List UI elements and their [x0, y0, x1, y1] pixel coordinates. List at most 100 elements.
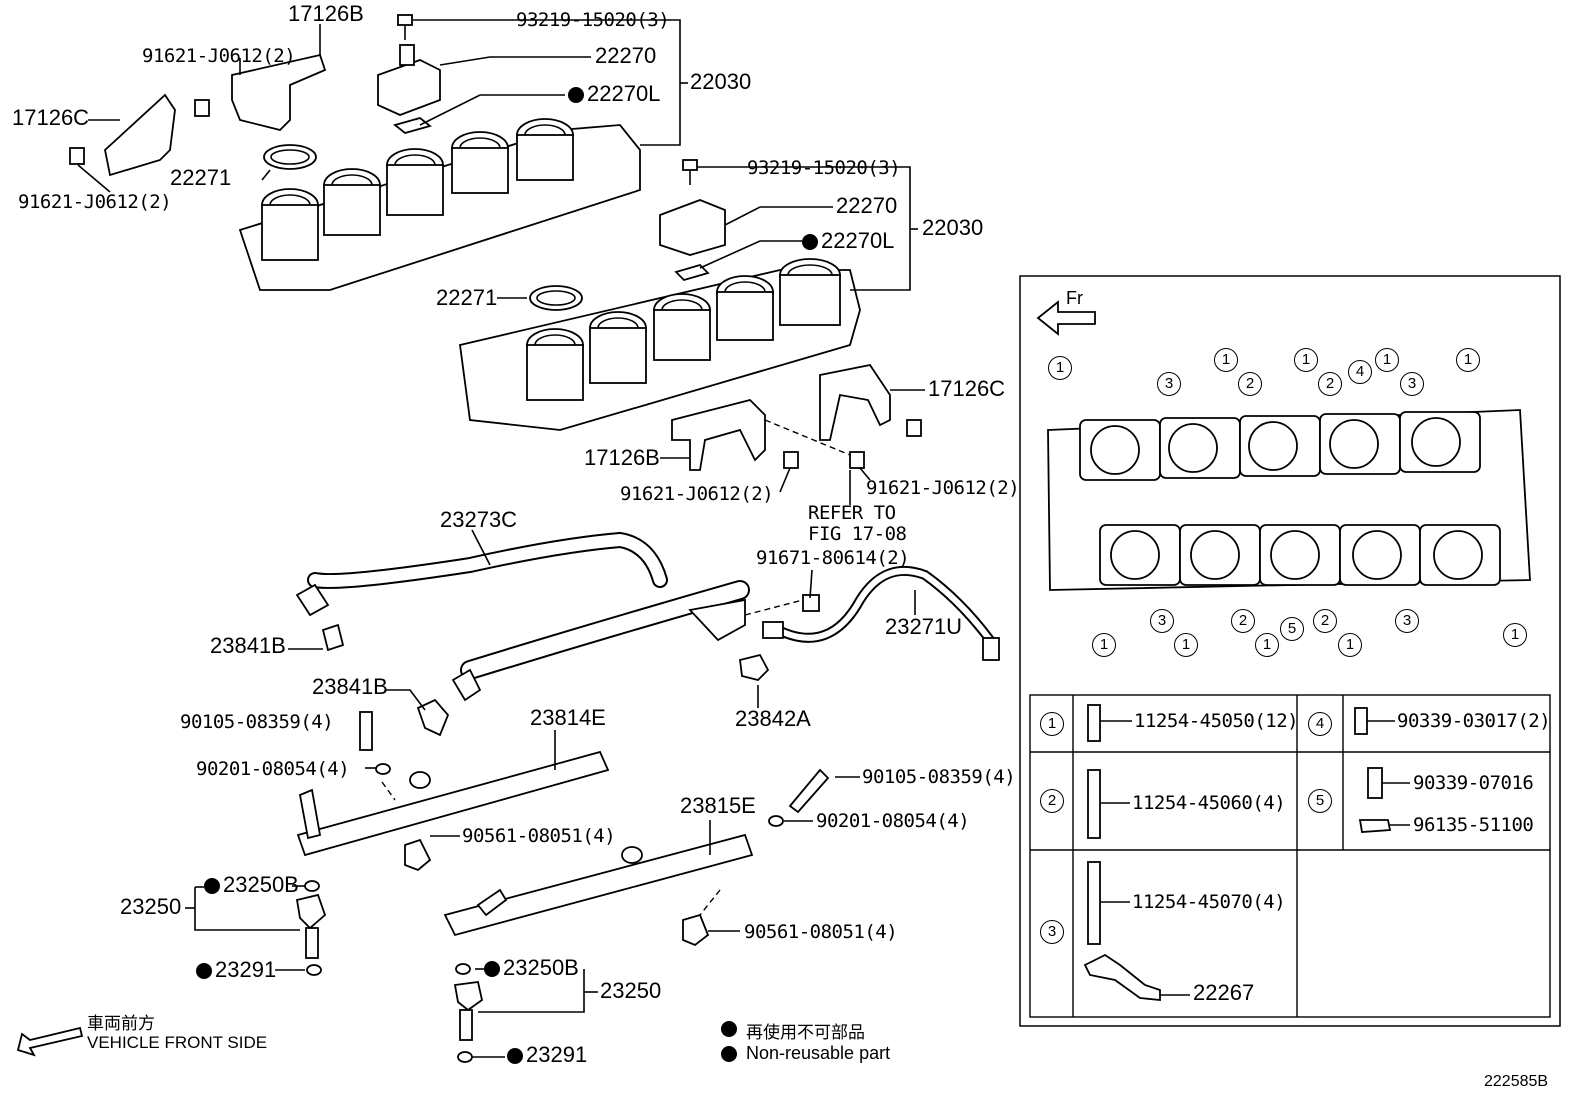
left-bolt	[69, 147, 85, 165]
label-lower-bracket-c: 17126C	[928, 376, 1006, 401]
fuel-rail-e	[296, 750, 610, 857]
callout-top-2: 3	[1157, 372, 1181, 396]
upper-bolt	[194, 99, 210, 117]
label-upper-gasket: 22271	[170, 165, 232, 190]
callout-bottom-7: 2	[1313, 609, 1337, 633]
label-lower-gasket: 22271	[436, 285, 498, 310]
label-lower-screw: 93219-15020(3)	[747, 157, 901, 179]
front-arrow-icon	[1036, 300, 1096, 336]
rail-bolt-right	[788, 768, 830, 814]
legend-part-4: 90339-03017(2)	[1397, 710, 1551, 732]
figure-id: 222585B	[1484, 1073, 1549, 1090]
lower-bracket-b	[671, 399, 766, 471]
legend-part-5: 90339-07016	[1413, 772, 1534, 794]
label-clamp-a: 23842A	[735, 706, 811, 731]
label-refer-line2: FIG 17-08	[808, 523, 907, 545]
label-lower-bolt-right: 91621-J0612(2)	[866, 477, 1020, 499]
label-washer-right: 90201-08054(4)	[816, 810, 970, 832]
nonreusable-dot-icon-2	[721, 1046, 737, 1062]
label-upper-sensor-gasket: 22270L	[568, 83, 660, 105]
legend-num-2: 2	[1040, 789, 1064, 813]
fuel-delivery-pipe	[451, 580, 750, 702]
legend-num-4: 4	[1308, 712, 1332, 736]
callout-top-4: 2	[1238, 372, 1262, 396]
legend-part-1: 11254-45050(12)	[1134, 710, 1299, 732]
clamp-a	[739, 653, 770, 681]
label-injector-o-ring-left: 23250B	[204, 874, 299, 896]
insulator-left	[404, 838, 432, 872]
label-lower-sensor-gasket: 22270L	[802, 230, 894, 252]
label-insulator-left: 90561-08051(4)	[462, 825, 616, 847]
lower-sensor	[659, 159, 726, 282]
clamp-b-upper	[321, 623, 345, 652]
legend-table	[1029, 694, 1551, 1018]
vehicle-front-arrow-icon	[16, 1026, 84, 1057]
upper-sensor	[377, 14, 441, 134]
label-lower-bolt-mid: 91621-J0612(2)	[620, 483, 774, 505]
insulator-right	[682, 913, 710, 947]
callout-top-7: 4	[1348, 360, 1372, 384]
label-injector-left: 23250	[120, 894, 182, 919]
callout-top-1: 1	[1048, 356, 1072, 380]
label-refer-line1: REFER TO	[808, 502, 896, 524]
callout-bottom-3: 1	[1174, 633, 1198, 657]
legend-num-1: 1	[1040, 712, 1064, 736]
legend-extra-3: 22267	[1193, 980, 1255, 1005]
label-upper-sensor: 22270	[595, 43, 657, 68]
label-rail-f: 23815E	[680, 793, 756, 818]
legend-part-2: 11254-45060(4)	[1132, 792, 1286, 814]
nonreusable-en: Non-reusable part	[746, 1043, 891, 1063]
nonreusable-dot-icon	[721, 1021, 737, 1037]
callout-bottom-4: 2	[1231, 609, 1255, 633]
callout-top-6: 2	[1318, 372, 1342, 396]
callout-top-8: 1	[1375, 348, 1399, 372]
label-clamp-b-lower: 23841B	[312, 674, 388, 699]
label-injector-right: 23250	[600, 978, 662, 1003]
callout-top-3: 1	[1214, 348, 1238, 372]
label-lower-bracket-b: 17126B	[584, 445, 660, 470]
callout-bottom-5: 1	[1255, 633, 1279, 657]
label-insulator-right: 90561-08051(4)	[744, 921, 898, 943]
callout-bottom-9: 3	[1395, 609, 1419, 633]
label-upper-screw: 93219-15020(3)	[516, 9, 670, 31]
label-injector-o-ring-right: 23250B	[484, 957, 579, 979]
rail-bolt-left	[359, 711, 373, 751]
label-rail-e: 23814E	[530, 705, 606, 730]
lower-throttle-body	[459, 258, 861, 431]
vehicle-front-jp: 車両前方	[87, 1014, 155, 1033]
label-pipe-c: 23273C	[440, 507, 518, 532]
label-injector-seal-right: 23291	[507, 1044, 587, 1066]
inset-frame	[1019, 275, 1561, 1027]
callout-top-9: 3	[1400, 372, 1424, 396]
fuel-pipe-c	[295, 531, 668, 617]
label-front: Fr	[1066, 288, 1083, 308]
upper-bracket-c	[104, 93, 176, 177]
callout-bottom-1: 1	[1092, 633, 1116, 657]
label-pipe-u: 23271U	[885, 614, 963, 639]
legend-extra-5: 96135-51100	[1413, 814, 1534, 836]
upper-bracket-b	[231, 53, 327, 131]
vehicle-front-en: VEHICLE FRONT SIDE	[87, 1033, 268, 1052]
legend-part-3: 11254-45070(4)	[1132, 891, 1286, 913]
injector-right	[453, 963, 484, 1063]
fuel-rail-f	[443, 833, 754, 937]
label-upper-bracket-c: 17126C	[12, 105, 90, 130]
callout-top-5: 1	[1294, 348, 1318, 372]
label-upper-throttle-body: 22030	[690, 69, 752, 94]
label-clamp-b-upper: 23841B	[210, 633, 286, 658]
label-injector-seal-left: 23291	[196, 959, 276, 981]
label-lower-sensor: 22270	[836, 193, 898, 218]
lower-gasket	[529, 285, 583, 311]
clamp-b-lower	[416, 698, 450, 737]
label-upper-bracket-b: 17126B	[288, 1, 364, 26]
legend-num-5: 5	[1308, 789, 1332, 813]
label-washer-left: 90201-08054(4)	[196, 758, 350, 780]
legend-num-3: 3	[1040, 920, 1064, 944]
label-pipe-bolt: 91671-80614(2)	[756, 547, 910, 569]
label-rail-bolt-left: 90105-08359(4)	[180, 711, 334, 733]
callout-bottom-10: 1	[1503, 623, 1527, 647]
upper-gasket	[263, 144, 317, 170]
washer-right	[768, 815, 784, 827]
